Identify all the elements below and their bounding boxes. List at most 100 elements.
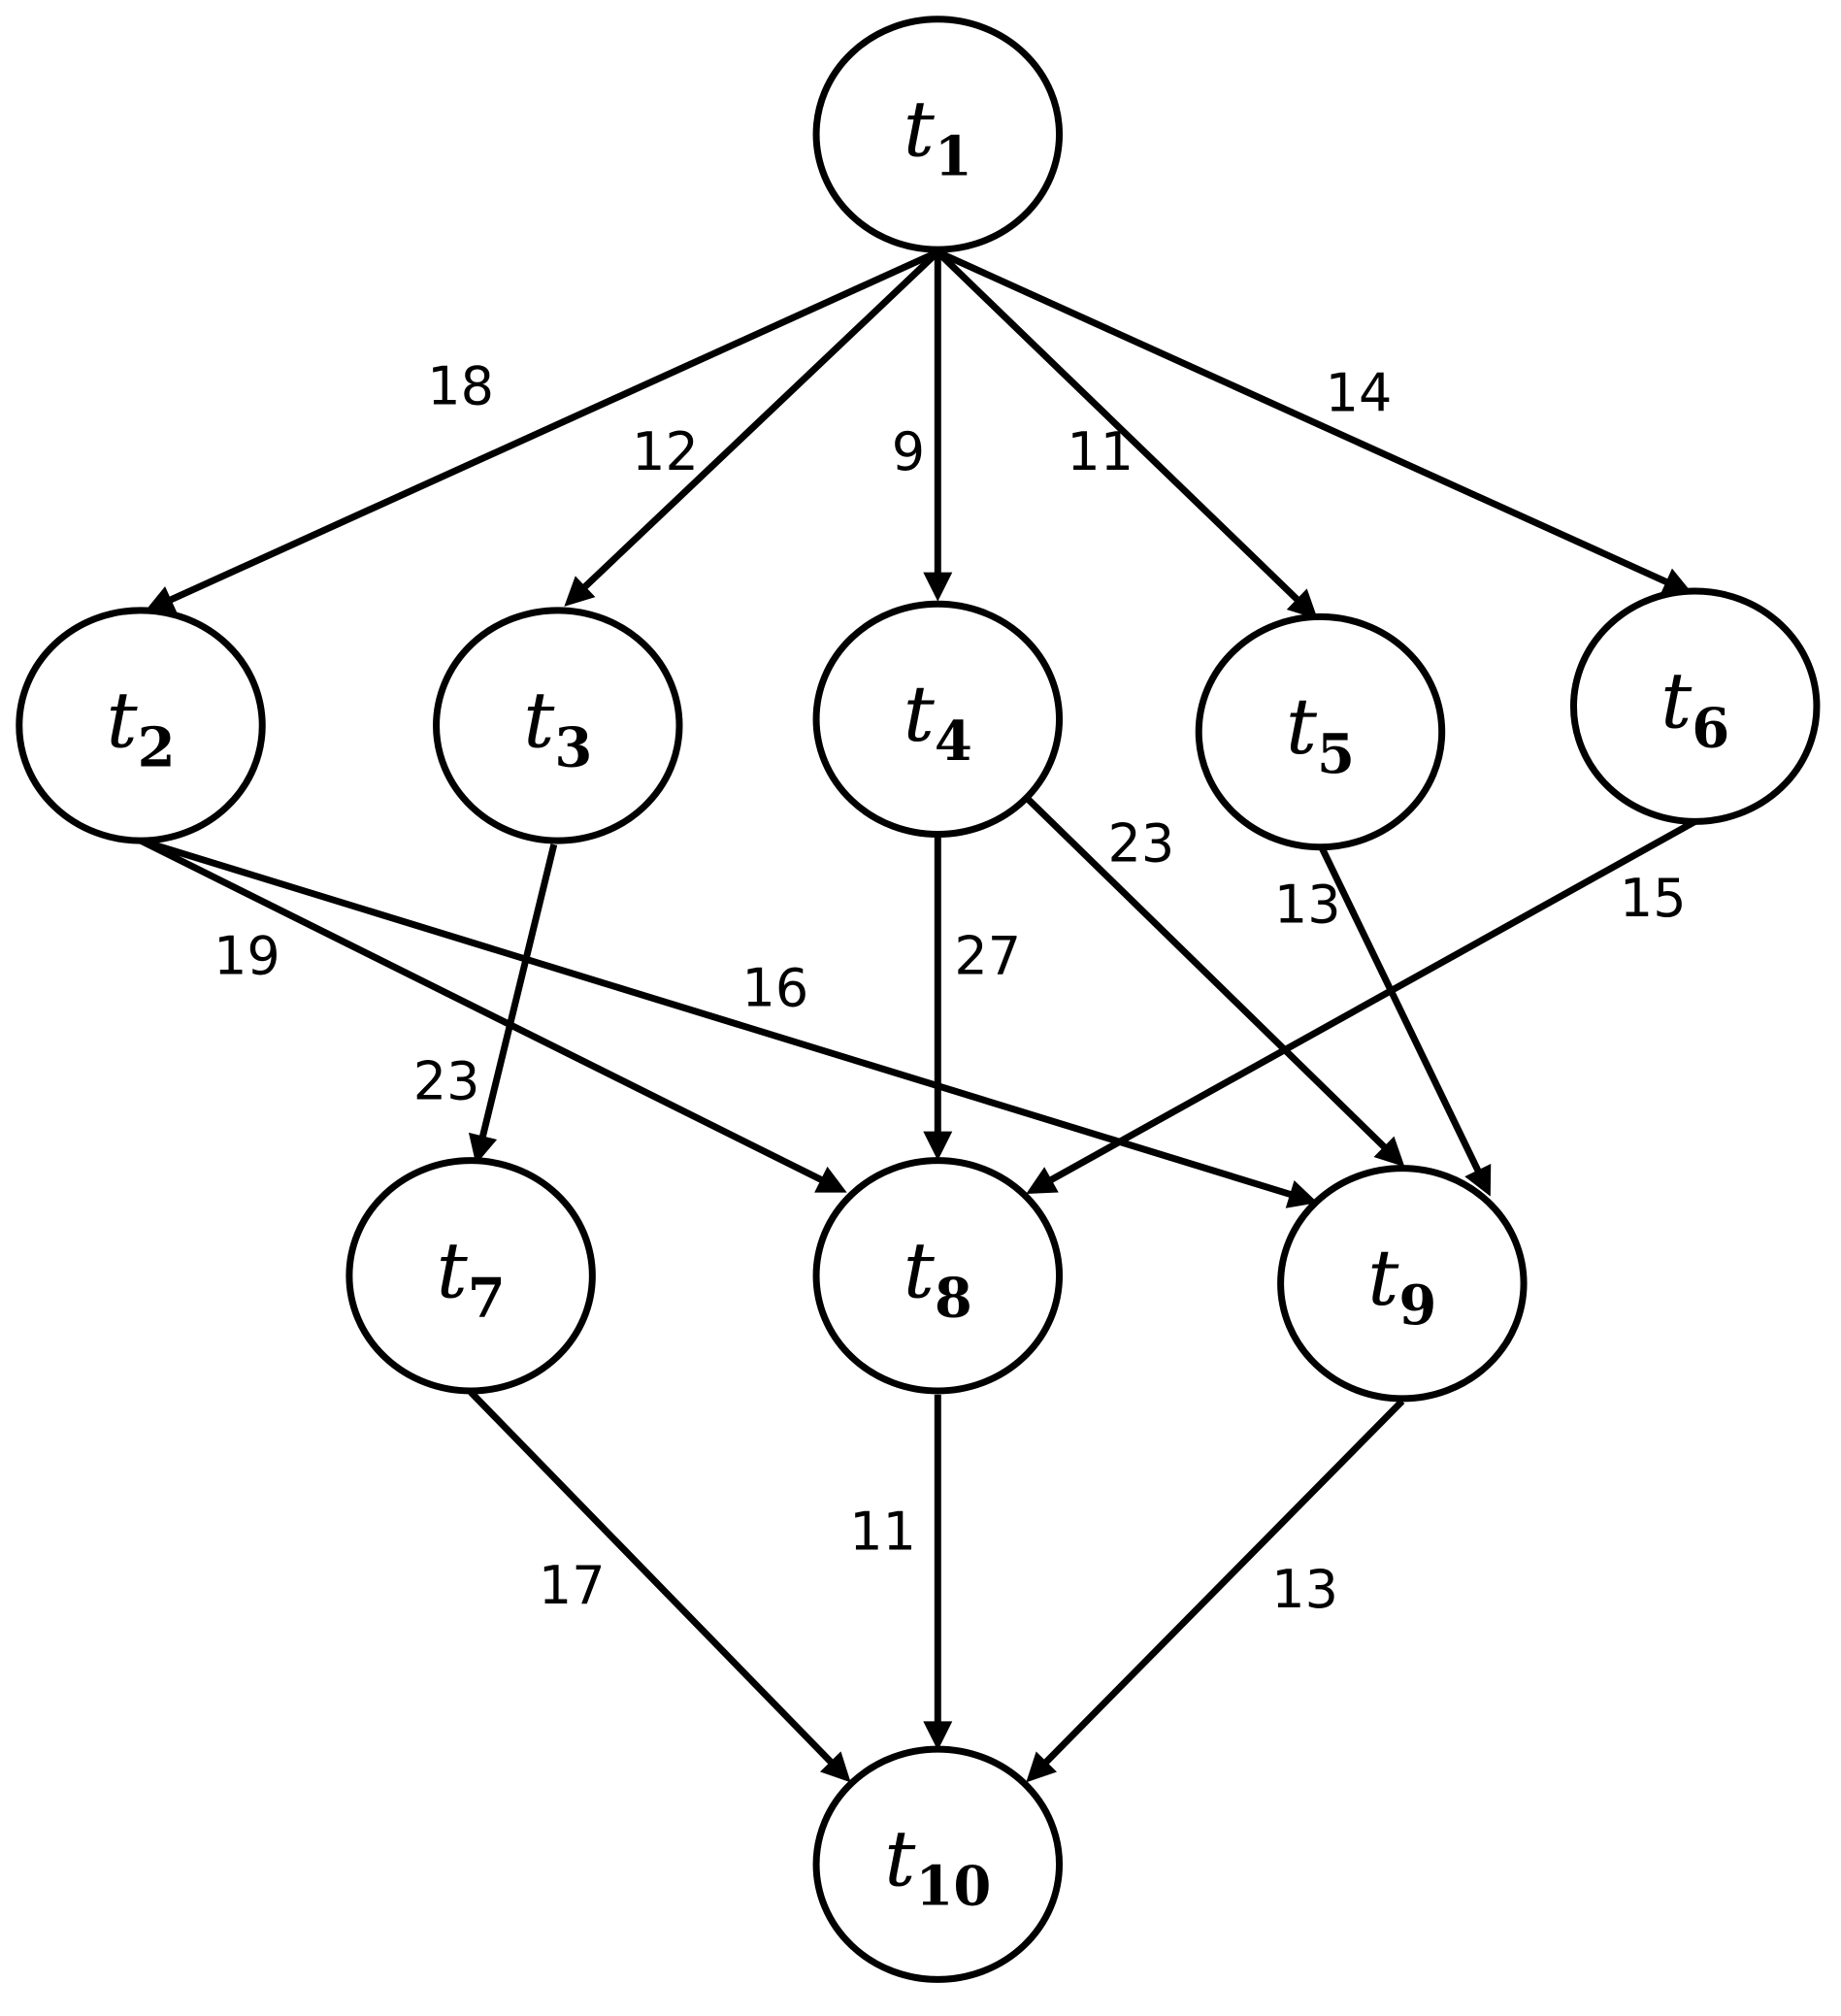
node-letter-t9: t [1367, 1233, 1399, 1323]
node-circle-t6 [1569, 587, 1821, 825]
node-subscript-t2: 2 [138, 715, 176, 779]
edge-line-t2-t9 [139, 837, 1294, 1199]
node-subscript-t3: 3 [554, 715, 592, 779]
edge-t9-t10 [1026, 1399, 1405, 1783]
node-t6: t6 [1569, 587, 1821, 825]
arrowhead-t1-t5 [1286, 588, 1318, 620]
node-subscript-t7: 7 [468, 1266, 506, 1330]
node-subscript-t5: 5 [1317, 722, 1355, 786]
node-letter-t1: t [904, 83, 936, 174]
node-label-t10: t10 [884, 1814, 991, 1919]
node-letter-t6: t [1660, 656, 1693, 746]
edge-t1-t6 [936, 248, 1693, 595]
arrowhead-t6-t8 [1026, 1167, 1059, 1194]
node-label-t6: t6 [1660, 656, 1729, 761]
edge-weight-t9-t10: 13 [1271, 1559, 1338, 1620]
edge-t1-t4 [923, 251, 953, 602]
edge-weight-t1-t4: 9 [892, 421, 925, 482]
edge-t2-t8 [139, 837, 847, 1193]
edge-weight-t6-t8: 15 [1620, 868, 1687, 929]
node-letter-t7: t [437, 1225, 469, 1315]
edge-line-t2-t8 [139, 837, 825, 1184]
node-t5: t5 [1195, 612, 1446, 851]
node-t8: t8 [812, 1157, 1064, 1395]
node-subscript-t1: 1 [935, 124, 972, 188]
node-subscript-t10: 10 [915, 1855, 991, 1919]
node-letter-t4: t [904, 669, 936, 759]
arrowhead-t8-t10 [923, 1721, 953, 1751]
node-letter-t10: t [884, 1814, 916, 1904]
node-label-t2: t2 [106, 675, 175, 779]
edge-weight-t1-t6: 14 [1326, 362, 1393, 423]
weights-layer: 18 12 9 11 14 19 16 23 27 23 13 15 17 11 13 [214, 356, 1687, 1620]
edge-weight-t8-t10: 11 [849, 1502, 916, 1563]
node-circle-t3 [433, 607, 683, 844]
edge-t6-t8 [1026, 818, 1697, 1194]
node-label-t1: t1 [904, 83, 972, 188]
node-letter-t8: t [904, 1225, 936, 1315]
edge-weight-t1-t3: 12 [632, 421, 699, 482]
edge-t1-t3 [564, 249, 940, 607]
edge-weight-t4-t9: 23 [1108, 812, 1175, 874]
node-t2: t2 [16, 607, 266, 844]
edge-t4-t8 [923, 835, 953, 1161]
node-circle-t5 [1195, 612, 1446, 851]
arrowhead-t5-t9 [1464, 1164, 1492, 1197]
node-letter-t2: t [106, 675, 138, 765]
node-subscript-t9: 9 [1398, 1273, 1436, 1338]
edge-line-t3-t7 [478, 843, 558, 1140]
edge-weight-t3-t7: 23 [413, 1051, 480, 1112]
edges-layer [139, 248, 1697, 1783]
edge-weight-t5-t9: 13 [1274, 875, 1341, 936]
node-circle-t9 [1277, 1165, 1528, 1403]
node-label-t5: t5 [1286, 681, 1355, 786]
edge-line-t1-t3 [581, 249, 940, 591]
edge-weight-t1-t5: 11 [1067, 421, 1134, 482]
node-t4: t4 [812, 600, 1064, 839]
edge-line-t1-t6 [936, 248, 1670, 586]
edge-t7-t10 [468, 1389, 851, 1783]
edge-weight-t2-t9: 16 [742, 957, 809, 1018]
edge-weight-t4-t8: 27 [954, 925, 1021, 986]
edge-weight-t1-t2: 18 [427, 356, 494, 417]
node-subscript-t4: 4 [935, 710, 972, 774]
edge-t5-t9 [1317, 843, 1492, 1197]
arrowhead-t2-t8 [814, 1166, 847, 1193]
edge-line-t7-t10 [468, 1389, 835, 1766]
edge-t4-t9 [1025, 796, 1405, 1168]
edge-line-t4-t9 [1025, 796, 1388, 1151]
edge-line-t9-t10 [1042, 1399, 1405, 1766]
node-letter-t3: t [523, 675, 555, 765]
node-letter-t5: t [1286, 681, 1318, 772]
arrowhead-t1-t2 [144, 586, 178, 613]
edge-weight-t7-t10: 17 [539, 1555, 606, 1616]
node-label-t4: t4 [904, 669, 972, 774]
node-circle-t4 [812, 600, 1064, 839]
edge-line-t6-t8 [1048, 818, 1697, 1184]
arrowhead-t4-t9 [1373, 1136, 1405, 1168]
node-subscript-t6: 6 [1692, 697, 1729, 761]
node-circle-t10 [812, 1745, 1064, 1983]
arrowhead-t1-t4 [923, 572, 953, 602]
edge-line-t1-t5 [935, 249, 1301, 604]
node-subscript-t8: 8 [935, 1266, 972, 1330]
node-circle-t2 [16, 607, 266, 844]
edge-weight-t2-t8: 19 [214, 925, 280, 986]
edge-line-t1-t2 [168, 248, 939, 604]
edge-line-t5-t9 [1317, 843, 1482, 1173]
node-t3: t3 [433, 607, 683, 844]
edge-t1-t5 [935, 249, 1318, 620]
arrowhead-t9-t10 [1026, 1751, 1058, 1783]
node-t9: t9 [1277, 1165, 1528, 1403]
edge-t8-t10 [923, 1394, 953, 1751]
edge-t2-t9 [139, 837, 1318, 1208]
arrowhead-t3-t7 [468, 1132, 498, 1165]
arrowhead-t2-t9 [1285, 1180, 1318, 1208]
arrowhead-t1-t3 [564, 576, 596, 607]
arrowhead-t4-t8 [923, 1131, 953, 1161]
node-t1: t1 [812, 16, 1064, 253]
node-label-t7: t7 [437, 1225, 506, 1330]
node-label-t8: t8 [904, 1225, 972, 1330]
